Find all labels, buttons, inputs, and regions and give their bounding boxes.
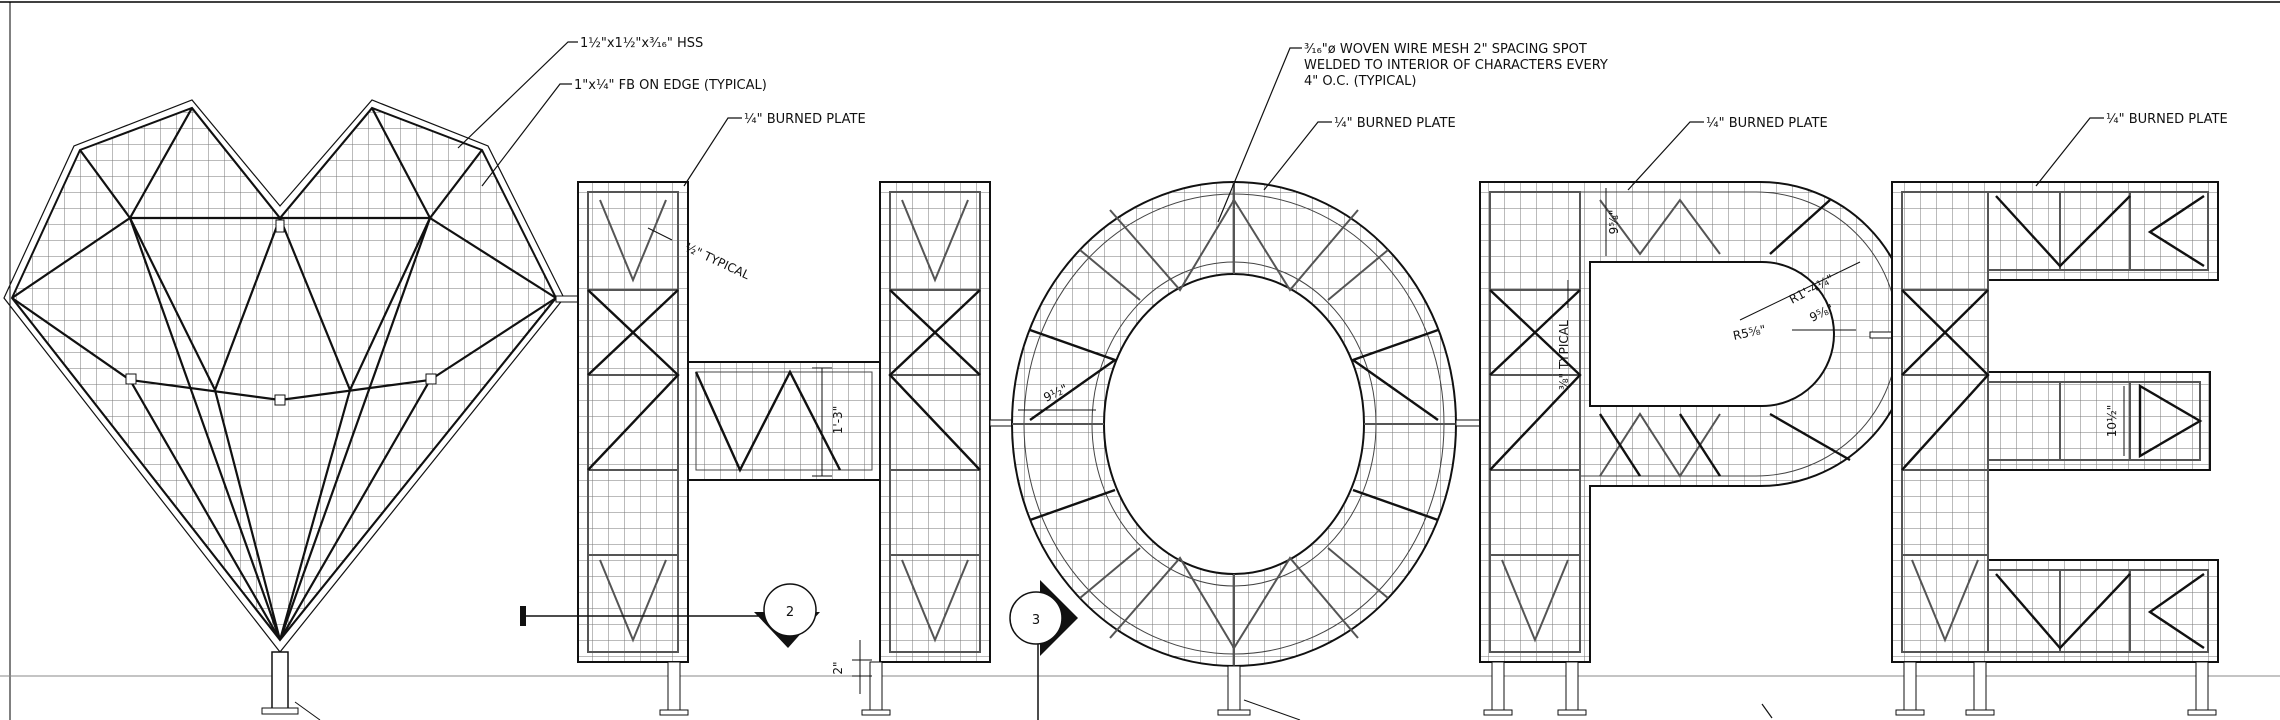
note-hss: 1½"x1½"x³⁄₁₆" HSS	[580, 36, 703, 51]
letter-p: 9⅝" ⅜" TYPICAL R1'-4¼" R5⅝" 9⅝"	[1479, 181, 1913, 716]
section-marker-2-label: 2	[786, 605, 794, 620]
letter-o: 9½"	[1010, 181, 1481, 720]
letter-e: 10½"	[1891, 181, 2219, 716]
label-half-typical: ½" TYPICAL	[683, 240, 752, 282]
dim-p-inner-radius: R5⅝"	[1732, 322, 1767, 343]
note-mesh-line-2: WELDED TO INTERIOR OF CHARACTERS EVERY	[1304, 58, 1608, 73]
section-marker-3[interactable]: 3	[1009, 580, 1078, 720]
dim-e-mid: 10½"	[2105, 405, 2119, 437]
base-dimension	[852, 640, 872, 694]
note-plate-p: ¼" BURNED PLATE	[1706, 116, 1828, 131]
letter-h: 1'-3" ½" TYPICAL	[577, 181, 1013, 716]
dim-p-side: ⅜" TYPICAL	[1557, 320, 1571, 390]
dim-p-top: 9⅝"	[1607, 210, 1621, 235]
note-plate-h: ¼" BURNED PLATE	[744, 112, 866, 127]
section-marker-3-label: 3	[1032, 613, 1040, 628]
note-plate-e: ¼" BURNED PLATE	[2106, 112, 2228, 127]
heart-character	[3, 99, 579, 720]
callout-leaders	[457, 41, 2104, 223]
note-plate-o: ¼" BURNED PLATE	[1334, 116, 1456, 131]
note-mesh-line-1: ³⁄₁₆"ø WOVEN WIRE MESH 2" SPACING SPOT	[1304, 42, 1587, 57]
dim-h-bar: 1'-3"	[831, 406, 845, 434]
note-mesh-line-3: 4" O.C. (TYPICAL)	[1304, 74, 1416, 89]
note-flat-bar: 1"x¼" FB ON EDGE (TYPICAL)	[574, 78, 767, 93]
dim-base: 2"	[831, 661, 845, 674]
section-marker-2[interactable]: 2	[520, 583, 820, 648]
